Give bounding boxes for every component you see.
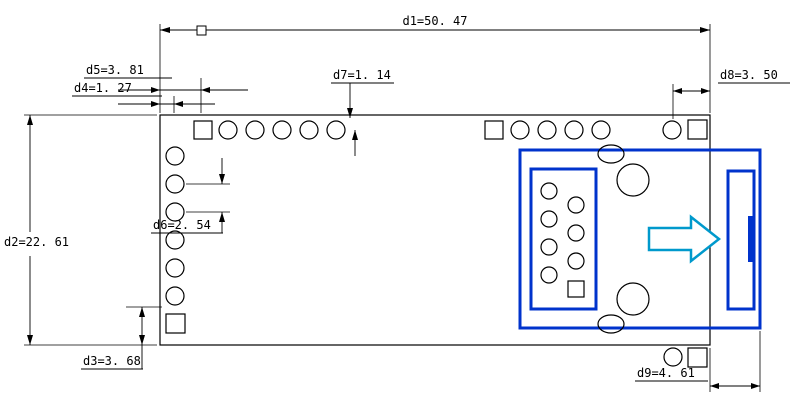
arrowhead xyxy=(700,27,710,33)
contact-hole xyxy=(540,238,558,256)
arrowhead xyxy=(219,212,225,222)
pin-hole xyxy=(272,120,292,140)
connector-shell-outline xyxy=(518,148,762,330)
dimension-d1: d1=50. 47 xyxy=(159,14,711,113)
contact-hole xyxy=(567,196,585,214)
dim-d5-label: d5=3. 81 xyxy=(86,63,144,77)
arrowhead xyxy=(27,115,33,125)
dimension-d2: d2=22. 61 xyxy=(4,114,157,346)
pin-hole xyxy=(326,120,346,140)
pin-pad-square xyxy=(165,313,186,334)
datum-marker xyxy=(196,25,207,36)
shell-dimple xyxy=(597,144,625,164)
arrowhead xyxy=(151,101,160,107)
pin-pad-square xyxy=(687,347,708,368)
pin-pad-square xyxy=(193,120,213,140)
arrowhead xyxy=(160,27,170,33)
arrowhead xyxy=(701,88,710,94)
dimension-d5: d5=3. 81 xyxy=(84,63,248,113)
pcb-board-outline xyxy=(159,114,711,346)
pin-hole xyxy=(663,347,683,367)
dim-d8-label: d8=3. 50 xyxy=(720,68,778,82)
arrowhead xyxy=(219,174,225,184)
connector-header-outline xyxy=(529,167,598,311)
dim-d6-label: d6=2. 54 xyxy=(153,218,211,232)
pin-hole xyxy=(662,120,682,140)
contact-hole xyxy=(540,210,558,228)
pin-hole xyxy=(591,120,611,140)
contact-hole xyxy=(567,224,585,242)
pin-hole xyxy=(537,120,557,140)
arrowhead xyxy=(751,383,760,389)
pin-hole xyxy=(165,146,185,166)
pin-hole xyxy=(165,202,185,222)
dim-d2-label: d2=22. 61 xyxy=(4,235,69,249)
pcb-board xyxy=(159,114,711,346)
contact-hole xyxy=(540,266,558,284)
contact-hole xyxy=(567,252,585,270)
dimension-d3: d3=3. 68 xyxy=(81,306,162,370)
pin-hole xyxy=(165,230,185,250)
mounting-hole xyxy=(616,163,650,197)
arrowhead xyxy=(347,108,353,118)
pin-hole xyxy=(299,120,319,140)
shell-dimple xyxy=(597,314,625,334)
arrowhead xyxy=(201,87,210,93)
insert-direction-arrow-icon xyxy=(647,214,722,264)
pads-and-holes xyxy=(165,119,708,368)
arrowhead xyxy=(139,335,145,345)
dimension-d7: d7=1. 14 xyxy=(331,68,394,156)
pin-hole xyxy=(165,174,185,194)
dimension-d9: d9=4. 61 xyxy=(635,331,761,392)
dim-d3-label: d3=3. 68 xyxy=(83,354,141,368)
dim-d9-label: d9=4. 61 xyxy=(637,366,695,380)
connector-group xyxy=(518,148,762,330)
dimension-d6: d6=2. 54 xyxy=(151,158,230,234)
connector-details xyxy=(540,144,650,334)
pin-hole xyxy=(165,286,185,306)
arrowhead xyxy=(27,335,33,345)
arrowhead xyxy=(174,101,183,107)
pin-pad-square xyxy=(484,120,504,140)
dim-d7-label: d7=1. 14 xyxy=(333,68,391,82)
arrowhead xyxy=(139,307,145,317)
arrowhead xyxy=(352,130,358,140)
pin-hole xyxy=(510,120,530,140)
connector-contact-bar xyxy=(748,216,755,262)
arrowhead xyxy=(673,88,682,94)
pin-pad-square xyxy=(687,119,708,140)
arrowhead xyxy=(710,383,719,389)
pin-hole xyxy=(245,120,265,140)
dimension-d4: d4=1. 27 xyxy=(72,81,215,113)
contact-hole xyxy=(540,182,558,200)
arrowhead xyxy=(151,87,160,93)
mounting-hole xyxy=(616,282,650,316)
dimension-d8: d8=3. 50 xyxy=(672,68,790,119)
dim-d4-label: d4=1. 27 xyxy=(74,81,132,95)
pin-hole xyxy=(564,120,584,140)
pin-hole xyxy=(218,120,238,140)
pin-hole xyxy=(165,258,185,278)
dim-d1-label: d1=50. 47 xyxy=(402,14,467,28)
contact-pad-square xyxy=(567,280,585,298)
